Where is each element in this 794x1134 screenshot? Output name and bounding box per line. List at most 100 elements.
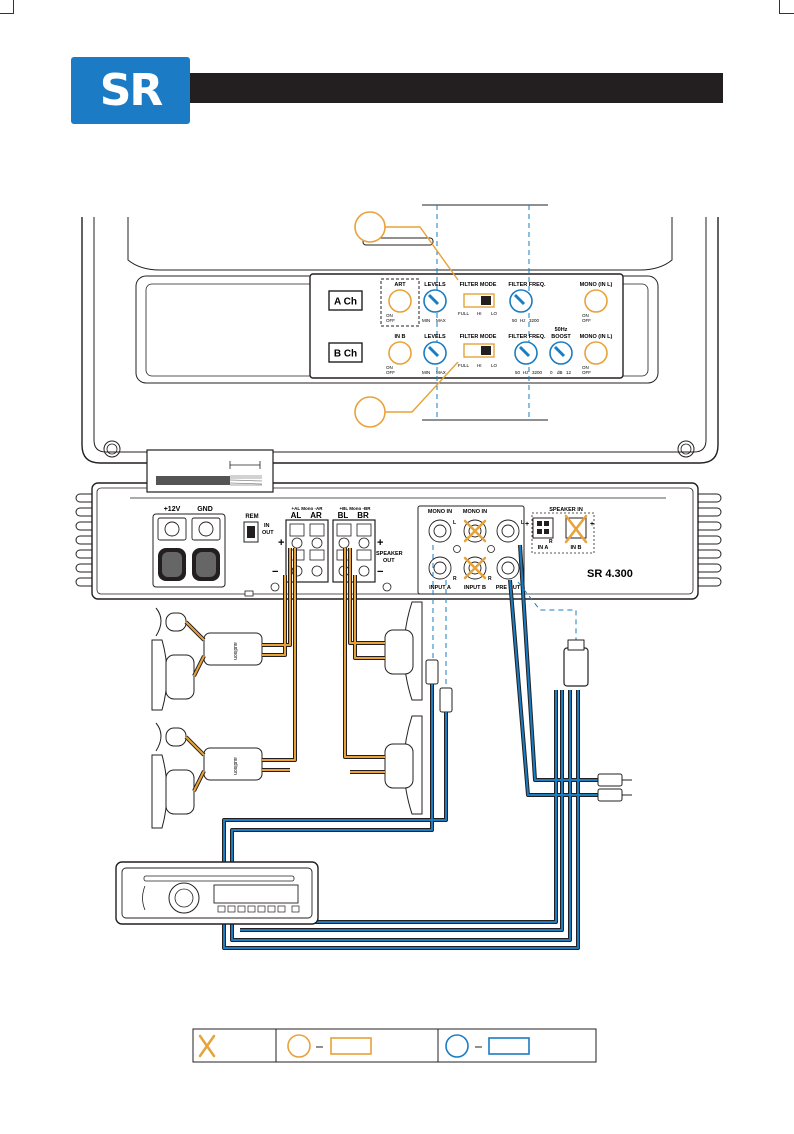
brand-logo: SR — [71, 57, 190, 124]
in-b-on: ON — [386, 365, 393, 370]
control-row-a: A Ch ART ON OFF LEVELS MIN MAX FILTER MO… — [328, 278, 613, 327]
filter-mode-a-label: FILTER MODE — [460, 282, 497, 288]
l-label-1: L — [453, 520, 456, 526]
mono-b-switch[interactable] — [584, 341, 608, 365]
mono-a-label: MONO (IN L) — [580, 282, 613, 288]
filter-freq-b-hz: Hz — [523, 370, 529, 375]
rem-in-label: IN — [264, 523, 270, 529]
front-speakers: audison audison — [151, 607, 263, 829]
filter-freq-a-hz: Hz — [520, 318, 526, 323]
header-bar — [190, 73, 723, 103]
terminal-ar-minus[interactable] — [311, 565, 323, 577]
br-label: BR — [357, 511, 369, 520]
terminal-ar-plus[interactable] — [311, 537, 323, 549]
filter-mode-a-lo: LO — [491, 311, 498, 316]
channel-a-label: A Ch — [334, 297, 357, 308]
legend-orange-rect — [330, 1037, 372, 1055]
legend — [192, 1028, 597, 1063]
filter-mode-b-hi: HI — [477, 363, 482, 368]
svg-text:+: + — [590, 521, 594, 528]
terminal-br-minus[interactable] — [358, 565, 370, 577]
woofer-1 — [165, 654, 195, 700]
terminal-br-plus[interactable] — [358, 537, 370, 549]
r-label-1: R — [453, 576, 457, 582]
speaker-in-r-label: R — [549, 539, 553, 545]
crossover-2-brand: audison — [232, 757, 238, 775]
crossover-1 — [203, 632, 263, 666]
rem-label: REM — [245, 514, 258, 520]
filter-mode-b-full: FULL — [458, 363, 470, 368]
bl-label: BL — [338, 511, 349, 520]
terminal-al-plus[interactable] — [291, 537, 303, 549]
al-label: AL — [291, 511, 302, 520]
legend-blue-rect — [488, 1037, 530, 1055]
l-label-2: L — [521, 520, 524, 526]
art-off-label: OFF — [386, 318, 395, 323]
levels-b-min: MIN — [422, 370, 430, 375]
levels-b-label: LEVELS — [424, 334, 446, 340]
levels-a-min: MIN — [422, 318, 430, 323]
crossover-1-brand: audison — [232, 642, 238, 660]
gnd-label: GND — [197, 506, 213, 513]
input-a-label: INPUT A — [429, 585, 451, 591]
art-switch[interactable] — [388, 289, 412, 313]
rear-speakers — [384, 601, 423, 815]
in-b-off: OFF — [386, 370, 395, 375]
speaker-out-label: SPEAKER — [376, 551, 403, 557]
rca-plug-1 — [425, 659, 439, 685]
mono-b-off: OFF — [582, 370, 591, 375]
mono-a-switch[interactable] — [584, 289, 608, 313]
r-label-2: R — [488, 576, 492, 582]
speaker-wires — [184, 548, 385, 792]
crop-mark-top-left — [0, 0, 14, 14]
legend-x-mark — [198, 1034, 216, 1058]
svg-text:−: − — [272, 566, 278, 578]
pre-out-label: PRE OUT — [496, 585, 521, 591]
speaker-in-a-connector[interactable] — [532, 517, 554, 539]
unused-input-marks — [463, 519, 487, 580]
channel-b-label: B Ch — [334, 349, 357, 360]
boost-db: dB — [557, 370, 563, 375]
in-b-switch[interactable] — [388, 341, 412, 365]
filter-mode-b-lo: LO — [491, 363, 498, 368]
rear-speaker-1 — [384, 629, 414, 675]
woofer-2 — [165, 769, 195, 815]
boost-label: BOOST — [551, 334, 571, 340]
rca-wires — [222, 544, 632, 950]
stripped-wire-inset — [146, 449, 274, 493]
crossover-2 — [203, 747, 263, 781]
levels-b-max: MAX — [436, 370, 446, 375]
input-b-label: INPUT B — [464, 585, 486, 591]
speaker-in-b-label: IN B — [571, 545, 582, 551]
mono-in-label-1: MONO IN — [428, 509, 452, 515]
mono-in-label-2: MONO IN — [463, 509, 487, 515]
filter-mode-a-hi: HI — [477, 311, 482, 316]
speaker-out-label-2: OUT — [383, 558, 395, 564]
mono-b-on: ON — [582, 365, 589, 370]
ar-label: AR — [310, 511, 322, 520]
svg-text:+: + — [278, 537, 284, 549]
model-label: SR 4.300 — [587, 568, 633, 580]
boost-0: 0 — [550, 370, 553, 375]
callouts — [354, 211, 459, 428]
art-on-label: ON — [386, 313, 393, 318]
art-label: ART — [394, 282, 406, 288]
rca-pair-plugs — [597, 773, 632, 802]
svg-text:+: + — [377, 537, 383, 549]
speaker-in-a-label: IN A — [538, 545, 549, 551]
in-b-top-label: IN B — [395, 334, 406, 340]
filter-freq-a-label: FILTER FREQ. — [508, 282, 546, 288]
rem-out-label: OUT — [262, 530, 274, 536]
rca-plug-2 — [439, 687, 453, 713]
boost-12: 12 — [566, 370, 572, 375]
filter-freq-b-3200: 3200 — [532, 370, 543, 375]
rear-speaker-2 — [384, 743, 414, 789]
levels-a-label: LEVELS — [424, 282, 446, 288]
filter-mode-b-label: FILTER MODE — [460, 334, 497, 340]
head-unit — [115, 861, 319, 925]
head-unit-display — [213, 884, 299, 904]
filter-freq-a-50: 50 — [512, 318, 518, 323]
terminal-bl-plus[interactable] — [338, 537, 350, 549]
mono-a-on: ON — [582, 313, 589, 318]
